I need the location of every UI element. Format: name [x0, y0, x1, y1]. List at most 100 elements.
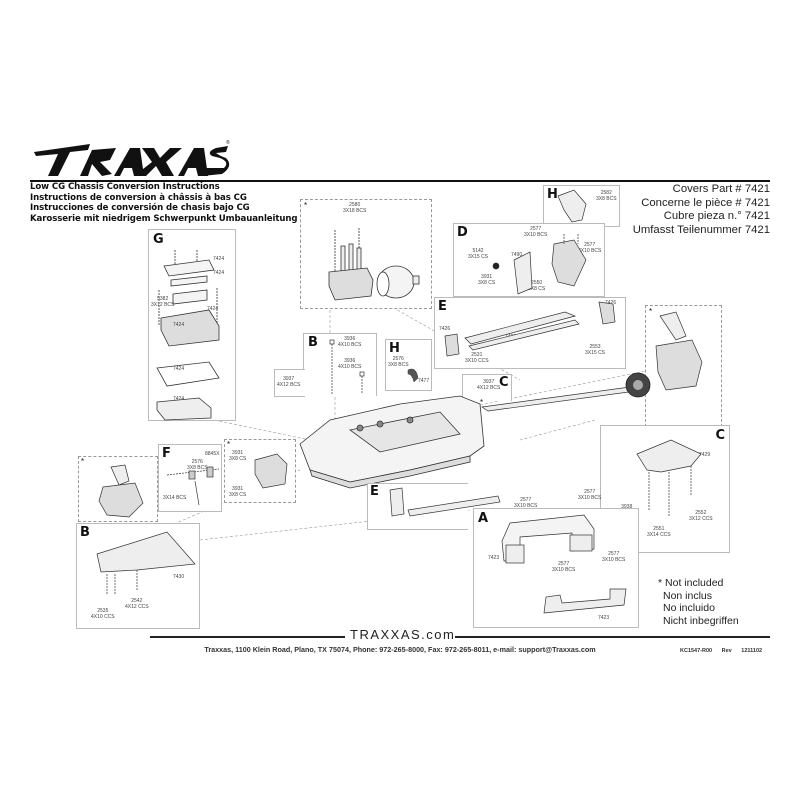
not-included-star: * — [81, 457, 85, 466]
panel-h-label: H — [389, 341, 400, 356]
legend-line-fr: Non inclus — [663, 589, 713, 602]
part-number: 2576 3X8 BCS — [187, 459, 208, 471]
screws-icon — [329, 339, 365, 394]
panel-front-assembly: * — [78, 456, 158, 522]
panel-b-label: B — [308, 335, 318, 350]
panel-e-top: E 7426 7426 7426 2531 3X10 CCS 2553 3X15… — [434, 297, 626, 369]
panel-b-label: B — [80, 525, 90, 540]
esc-case-exploded-icon — [156, 250, 220, 421]
title-fr: Instructions de conversion à châssis à b… — [30, 192, 247, 203]
part-number: 3936 4X10 BCS — [338, 336, 362, 348]
panel-c-label: C — [715, 428, 725, 443]
panel-f: F 2576 3X8 BCS 8845X 3X14 BCS — [158, 444, 222, 512]
spur-gear-icon — [625, 372, 651, 398]
panel-c-label: C — [499, 375, 509, 390]
part-number: 7490 — [511, 252, 523, 258]
title-de: Karosserie mit niedrigem Schwerpunkt Umb… — [30, 213, 298, 224]
panel-b-top: B 3936 4X10 BCS 3936 4X10 BCS — [303, 333, 377, 396]
traxxas-logo: ® — [30, 138, 230, 180]
panel-c-small: 3937 4X12 BCS C — [462, 374, 512, 401]
footer-rule-left — [150, 636, 345, 638]
panel-h-top: H 2582 3X8 BCS — [543, 185, 620, 227]
part-number: 2576 3X8 BCS — [388, 356, 409, 368]
transmission-icon — [655, 311, 703, 391]
panel-motor-esc: * 2580 3X18 BCS — [300, 199, 432, 309]
part-number: 3X14 BCS — [163, 495, 187, 501]
legend-line-es: No incluido — [663, 602, 715, 614]
bracket-icon — [407, 368, 419, 383]
panel-f-label: F — [162, 446, 171, 461]
part-number: 7424 — [207, 306, 219, 312]
panel-transmission: * — [645, 305, 722, 427]
panel-g: G 7424 7424 5382 3X12 BCS 7424 7424 7424… — [148, 229, 236, 421]
part-number: 2552 3X12 CCS — [689, 510, 713, 522]
panel-h-label: H — [547, 187, 558, 202]
footer-rule-right — [455, 636, 770, 638]
panel-b-top-ext: 3937 4X12 BCS — [274, 369, 305, 397]
part-number: 7426 — [439, 326, 451, 332]
part-number: 7430 — [173, 574, 185, 580]
panel-a: A 2577 3X10 BCS 2577 3X10 BCS 7423 2577 … — [473, 489, 639, 628]
not-included-star: * — [227, 440, 231, 449]
servo-icon — [254, 453, 288, 489]
panel-h-center: H 2576 3X8 BCS 7477 — [385, 339, 432, 391]
part-number: 7424 — [213, 270, 225, 276]
covers-es: Cubre pieza n.° 7421 — [663, 210, 770, 222]
esc-motor-icon — [328, 228, 420, 301]
header-rule — [30, 180, 770, 182]
part-number: 3937 4X12 BCS — [277, 376, 301, 388]
part-number: 3931 3X8 CS — [229, 450, 247, 462]
part-number: 3936 4X10 BCS — [338, 358, 362, 370]
chassis-tub-icon — [299, 395, 485, 489]
rear-bulkhead-icon — [636, 439, 702, 516]
doc-number: KC1547-R00 — [680, 648, 713, 654]
panel-c-right: C 7429 3938 4X14 BCS 2551 3X14 CCS 2552 … — [600, 425, 730, 553]
covers-fr: Concerne le pièce # 7421 — [641, 196, 770, 209]
part-number: 7424 — [173, 366, 185, 372]
part-number: 2531 3X10 CCS — [465, 352, 489, 364]
panel-b-bottom: B 7430 2535 4X10 CCS 2542 4X12 CCS — [76, 523, 200, 629]
panel-a-label: A — [478, 511, 489, 526]
part-number: 2582 3X8 BCS — [596, 190, 617, 202]
footer-address: Traxxas, 1100 Klein Road, Plano, TX 7507… — [204, 645, 596, 654]
part-number: 7423 — [598, 615, 610, 621]
part-number: 2535 4X10 CCS — [91, 608, 115, 620]
part-number: 2542 4X12 CCS — [125, 598, 149, 610]
part-number: 3937 4X12 BCS — [477, 379, 501, 391]
bumper-icon — [501, 514, 627, 614]
svg-text:*: * — [480, 398, 483, 407]
part-number: 7426 — [605, 300, 617, 306]
suspension-arm-icon — [96, 531, 196, 594]
part-number: 2577 3X10 BCS — [514, 497, 538, 509]
bulkhead-icon — [492, 234, 587, 295]
legend-line-en: * Not included — [658, 577, 724, 589]
part-number: 2577 3X10 BCS — [578, 242, 602, 254]
part-number: 2577 3X10 BCS — [578, 489, 602, 501]
not-included-star: * — [649, 307, 653, 316]
part-number: 2577 3X10 BCS — [602, 551, 626, 563]
part-number: 7424 — [173, 396, 185, 402]
svg-text:®: ® — [226, 139, 230, 146]
steering-link-icon — [444, 301, 616, 357]
part-number: 7424 — [213, 256, 225, 262]
footer-website[interactable]: TRAXXAS.com — [350, 627, 456, 642]
part-number: 3931 3X8 CS — [229, 486, 247, 498]
panel-e-label: E — [370, 484, 379, 499]
panel-servo: * 3931 3X8 CS 3931 3X8 CS — [224, 439, 296, 503]
part-number: 7423 — [488, 555, 500, 561]
traxxas-logo-icon: ® — [34, 139, 230, 176]
not-included-legend: * Not included Non inclus No incluido Ni… — [658, 577, 739, 627]
panel-d-label: D — [457, 225, 468, 240]
title-block: Low CG Chassis Conversion Instructions I… — [30, 182, 298, 224]
battery-brace-icon — [389, 487, 501, 517]
legend-line-de: Nicht inbegriffen — [663, 614, 739, 627]
part-number: 5382 3X12 BCS — [151, 296, 175, 308]
covers-part-block: Covers Part # 7421 Concerne le pièce # 7… — [633, 183, 770, 237]
part-number: 3931 3X8 CS — [478, 274, 496, 286]
panel-e-bottom: E — [367, 483, 501, 530]
servo-saver-icon — [166, 466, 220, 506]
part-number: 2577 3X10 BCS — [524, 226, 548, 238]
panel-d: D 2577 3X10 BCS 2577 3X10 BCS 5142 3X15 … — [453, 223, 605, 297]
part-number: 2553 3X15 CS — [585, 344, 606, 356]
covers-en: Covers Part # 7421 — [672, 183, 770, 195]
